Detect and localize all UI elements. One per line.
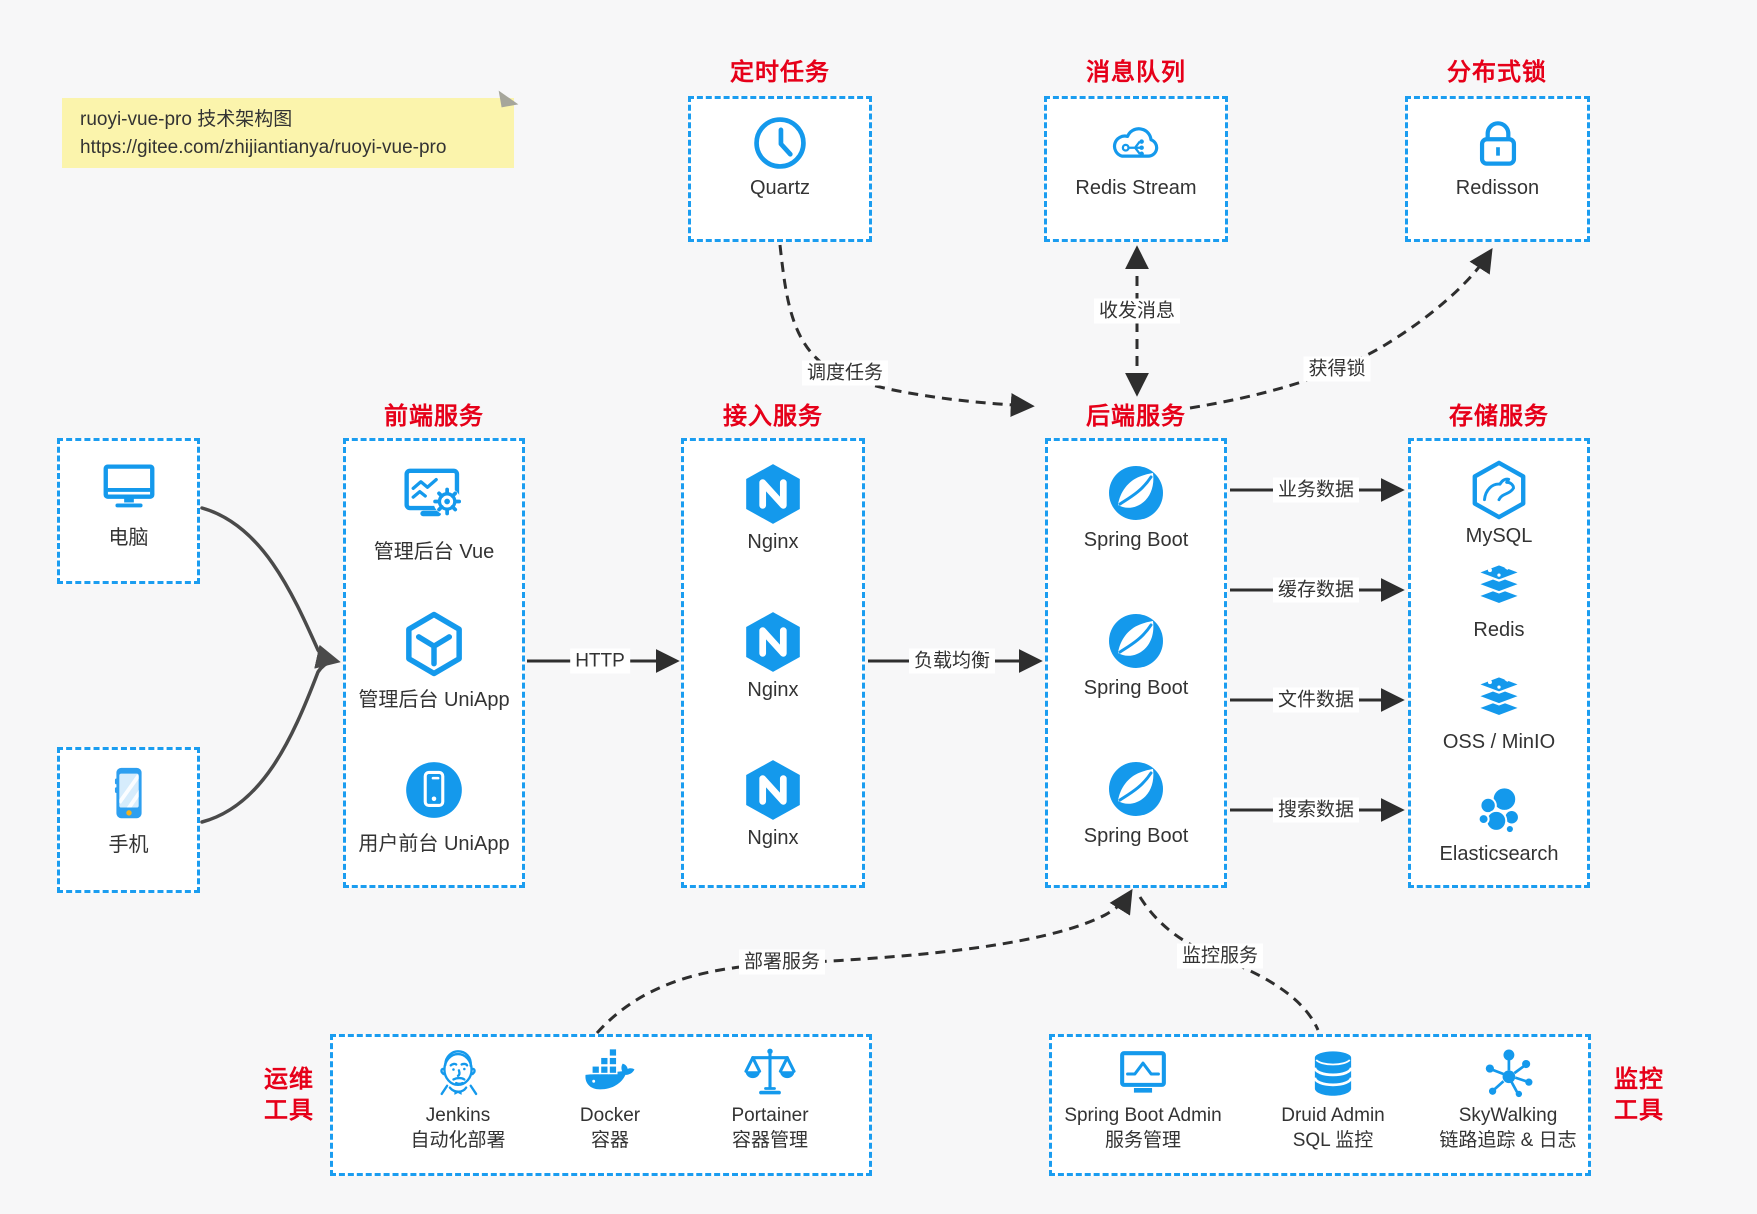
edge-label-file-data: 文件数据 [1272,687,1360,713]
phone-client-box: 手机 [57,747,200,893]
portainer-scales-icon [680,1045,860,1103]
docker-name: Docker [579,1105,641,1126]
nginx-label: Nginx [747,679,799,701]
elasticsearch-icon [1411,781,1587,839]
edge-label-deploy-service: 部署服务 [738,949,826,975]
edge-label-cache-data: 缓存数据 [1272,577,1360,603]
edge-label-acquire-lock: 获得锁 [1303,356,1371,382]
access-services-box: Nginx Nginx Nginx [681,438,865,888]
title-ops-tools: 运维 工具 [264,1066,314,1124]
title-message-queue: 消息队列 [1086,59,1186,86]
backend-services-box: Spring Boot Spring Boot Spring Boot [1045,438,1227,888]
pc-label: 电脑 [108,527,149,549]
mysql-icon [1411,459,1587,521]
portainer-name: Portainer [731,1105,809,1126]
note-url: https://gitee.com/zhijiantianya/ruoyi-vu… [80,137,447,158]
spring-boot-icon [1048,757,1224,821]
sticky-note: ruoyi-vue-pro 技术架构图 https://gitee.com/zh… [62,87,519,168]
admin-uniapp-label: 管理后台 UniApp [358,689,510,711]
admin-vue-icon [346,461,522,531]
skywalking-desc: 链路追踪 & 日志 [1439,1130,1577,1151]
edge-acquire-lock [1189,247,1493,410]
edge-deploy-service [595,888,1133,1035]
edge-label-monitor-service: 监控服务 [1176,943,1264,969]
jenkins-desc: 自动化部署 [410,1130,506,1151]
user-uniapp-icon [346,757,522,823]
edge-label-business-data: 业务数据 [1272,477,1360,503]
desktop-icon [60,455,197,517]
redis-icon [1411,557,1587,615]
spring-boot-admin-cell: Spring Boot Admin 服务管理 [1053,1045,1233,1153]
phone-icon [60,762,197,824]
storage-services-box: MySQL Redis [1408,438,1590,888]
cloud-mq-icon [1047,113,1225,173]
user-uniapp-label: 用户前台 UniApp [358,833,510,855]
edge-label-send-receive-message: 收发消息 [1093,298,1181,324]
portainer-cell: Portainer 容器管理 [680,1045,860,1153]
docker-icon [520,1045,700,1103]
edge-label-load-balance: 负载均衡 [908,648,996,674]
title-frontend-services: 前端服务 [384,403,484,430]
nginx-icon [684,461,862,527]
edge-label-http: HTTP [570,648,630,674]
title-distributed-lock: 分布式锁 [1447,59,1547,86]
title-scheduled-tasks: 定时任务 [730,59,830,86]
phone-label: 手机 [108,834,149,856]
title-access-services: 接入服务 [723,403,823,430]
uniapp-hexagon-icon [346,609,522,679]
title-monitor-tools: 监控 工具 [1614,1066,1664,1124]
druid-admin-desc: SQL 监控 [1292,1130,1374,1151]
spring-boot-label: Spring Boot [1083,825,1189,847]
skywalking-name: SkyWalking [1458,1105,1558,1126]
spring-boot-label: Spring Boot [1083,677,1189,699]
jenkins-icon [368,1045,548,1103]
oss-minio-label: OSS / MinIO [1442,731,1556,753]
note-fold-corner [498,87,519,108]
spring-boot-icon [1048,609,1224,673]
jenkins-cell: Jenkins 自动化部署 [368,1045,548,1153]
client-merge-arrow [200,506,341,824]
nginx-label: Nginx [747,827,799,849]
spring-boot-icon [1048,461,1224,525]
druid-admin-name: Druid Admin [1281,1105,1385,1126]
edge-label-search-data: 搜索数据 [1272,797,1360,823]
nginx-icon [684,609,862,675]
pc-client-box: 电脑 [57,438,200,584]
redis-label: Redis [1473,619,1525,641]
oss-minio-icon [1411,669,1587,727]
spring-boot-admin-name: Spring Boot Admin [1064,1105,1222,1126]
druid-admin-cell: Druid Admin SQL 监控 [1243,1045,1423,1153]
title-storage-services: 存储服务 [1449,403,1549,430]
skywalking-network-icon [1418,1045,1598,1103]
spring-boot-label: Spring Boot [1083,529,1189,551]
nginx-icon [684,757,862,823]
title-backend-services: 后端服务 [1086,403,1186,430]
jenkins-name: Jenkins [425,1105,491,1126]
edge-label-schedule-task: 调度任务 [801,360,889,386]
spring-boot-admin-icon [1053,1045,1233,1103]
quartz-box: Quartz [688,96,872,242]
clock-icon [691,113,869,173]
ops-tools-box: Jenkins 自动化部署 Docker [330,1034,872,1176]
quartz-label: Quartz [749,177,811,199]
lock-icon [1408,113,1587,173]
redis-stream-label: Redis Stream [1075,177,1197,199]
monitor-tools-box: Spring Boot Admin 服务管理 Druid Admin SQL 监… [1049,1034,1591,1176]
docker-cell: Docker 容器 [520,1045,700,1153]
mysql-label: MySQL [1465,525,1533,547]
redis-stream-box: Redis Stream [1044,96,1228,242]
spring-boot-admin-desc: 服务管理 [1104,1130,1181,1151]
admin-vue-label: 管理后台 Vue [373,541,495,563]
druid-database-icon [1243,1045,1423,1103]
elasticsearch-label: Elasticsearch [1439,843,1559,865]
portainer-desc: 容器管理 [731,1130,808,1151]
note-title: ruoyi-vue-pro 技术架构图 [80,109,293,130]
skywalking-cell: SkyWalking 链路追踪 & 日志 [1418,1045,1598,1153]
frontend-services-box: 管理后台 Vue 管理后台 UniApp 用户前台 UniApp [343,438,525,888]
redisson-box: Redisson [1405,96,1590,242]
docker-desc: 容器 [590,1130,629,1151]
redisson-label: Redisson [1455,177,1540,199]
nginx-label: Nginx [747,531,799,553]
